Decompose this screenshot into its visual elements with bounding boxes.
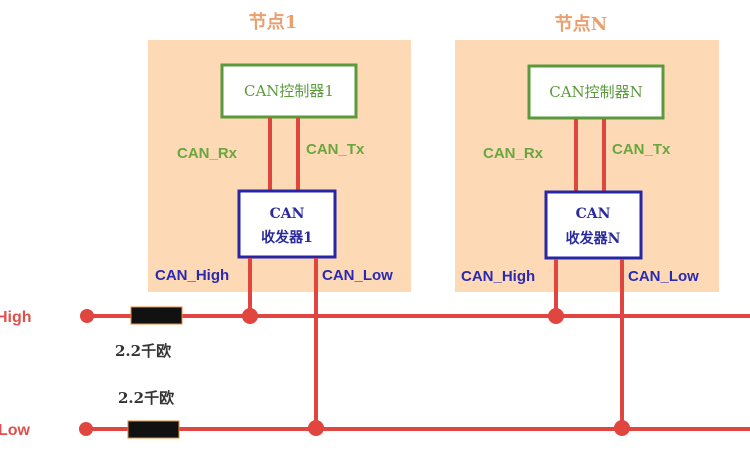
node-1: 节点1 CAN控制器1 CAN_Rx CAN_Tx CAN 收发器1 CAN_H…: [148, 11, 411, 292]
can-transceiver-n: [544, 190, 643, 260]
can-controller-1-label: CAN控制器1: [244, 82, 334, 100]
low-terminal-dot: [79, 422, 93, 436]
node-n-low-junction: [614, 420, 630, 436]
can-rx-label-n: CAN_Rx: [483, 145, 544, 162]
low-resistor-label: 2.2千欧: [118, 389, 174, 407]
low-resistor: [127, 420, 180, 439]
low-bus-label: Low: [0, 422, 31, 439]
node-1-low-junction: [308, 420, 324, 436]
can-transceiver-1-line1: CAN: [270, 206, 305, 222]
high-bus-label: High: [0, 309, 32, 326]
node-1-high-junction: [242, 308, 258, 324]
can-transceiver-1-line2: 收发器1: [261, 229, 313, 246]
high-resistor: [130, 306, 183, 325]
can-high-label-1: CAN_High: [155, 267, 229, 284]
can-controller-n-label: CAN控制器N: [549, 83, 643, 101]
can-controller-n: [527, 64, 665, 120]
can-tx-label-1: CAN_Tx: [306, 141, 365, 158]
node-1-title: 节点1: [249, 11, 298, 33]
can-controller-1: [220, 63, 358, 119]
can-rx-label-1: CAN_Rx: [177, 145, 238, 162]
can-transceiver-n-line2: 收发器N: [566, 230, 621, 247]
node-n-high-junction: [548, 308, 564, 324]
can-transceiver-1: [237, 189, 337, 259]
can-low-label-n: CAN_Low: [628, 268, 699, 285]
node-n: 节点N CAN控制器N CAN_Rx CAN_Tx CAN 收发器N CAN_H…: [455, 13, 719, 292]
high-resistor-label: 2.2千欧: [115, 342, 171, 360]
can-tx-label-n: CAN_Tx: [612, 141, 671, 158]
can-high-label-n: CAN_High: [461, 268, 535, 285]
high-terminal-dot: [80, 309, 94, 323]
can-transceiver-n-line1: CAN: [576, 206, 611, 222]
node-n-title: 节点N: [555, 13, 607, 35]
can-low-label-1: CAN_Low: [322, 267, 393, 284]
